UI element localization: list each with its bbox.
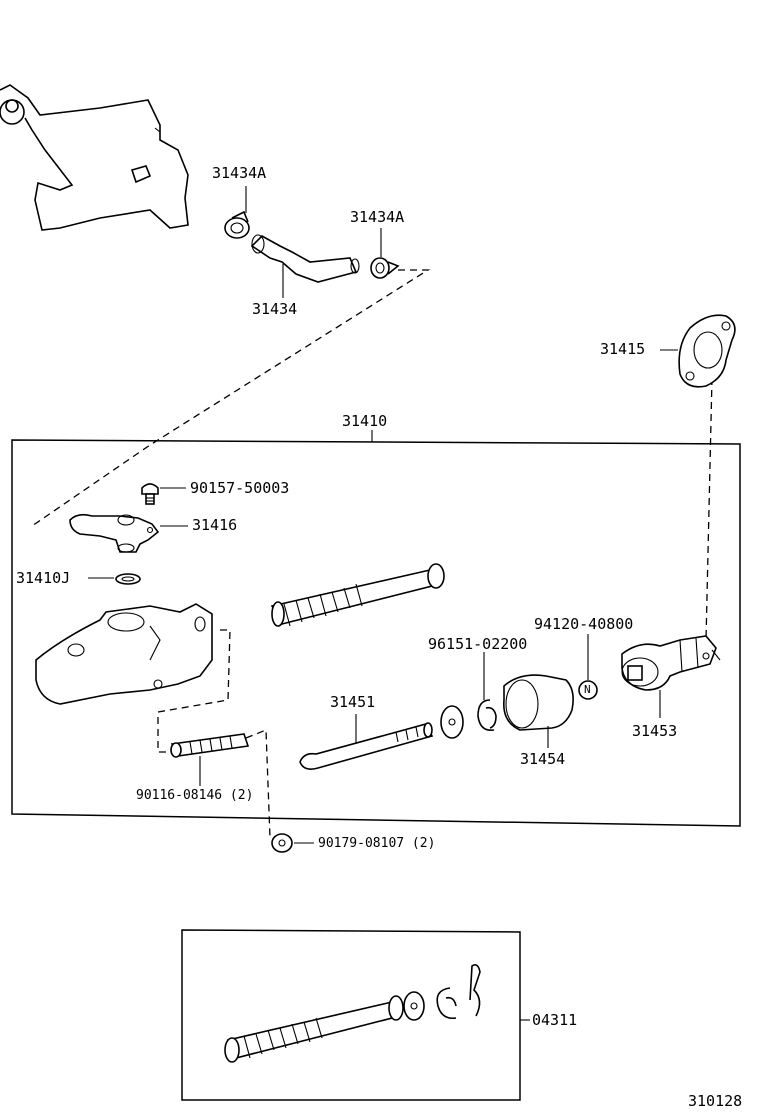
- label-31434: 31434: [252, 300, 298, 318]
- kit-snap-ring: [436, 987, 457, 1020]
- push-rod-31451: [299, 722, 434, 770]
- label-90157-50003: 90157-50003: [190, 479, 290, 497]
- nut-94120: [578, 680, 598, 700]
- stud-90116: [170, 733, 250, 758]
- clevis-31453: [621, 635, 721, 691]
- nut-90179: [271, 833, 293, 853]
- kit-washer: [403, 991, 425, 1021]
- snap-ring-96151: [477, 699, 497, 732]
- screw-90157: [141, 483, 159, 505]
- label-31416: 31416: [192, 516, 238, 534]
- label-90116-08146: 90116-08146 (2): [136, 788, 254, 803]
- nut-marker-n: N: [584, 683, 591, 696]
- label-31410J: 31410J: [16, 569, 71, 587]
- boot-31454: [503, 674, 574, 731]
- gasket-31415: [678, 314, 736, 388]
- label-94120-40800: 94120-40800: [534, 615, 634, 633]
- kit-box-04311: [181, 929, 521, 1101]
- label-04311: 04311: [532, 1011, 578, 1029]
- kit-spring-piston: [224, 995, 404, 1063]
- assembly-box-31410: [11, 439, 741, 827]
- label-31434A-top: 31434A: [212, 164, 267, 182]
- master-cylinder-body: [35, 603, 213, 705]
- label-31434A-right: 31434A: [350, 208, 405, 226]
- label-90179-08107: 90179-08107 (2): [318, 836, 436, 851]
- hose-clamp-right: [370, 257, 400, 279]
- kit-clip: [469, 964, 481, 1017]
- label-96151-02200: 96151-02200: [428, 635, 528, 653]
- washer-31410J: [115, 573, 141, 585]
- label-31415: 31415: [600, 340, 646, 358]
- hose-clamp-left: [224, 210, 250, 239]
- diagram-id: 310128: [688, 1092, 743, 1110]
- label-31410: 31410: [342, 412, 388, 430]
- label-31453: 31453: [632, 722, 678, 740]
- label-31454: 31454: [520, 750, 566, 768]
- washer: [440, 705, 464, 739]
- inlet-fitting-31416: [69, 513, 160, 553]
- label-31451: 31451: [330, 693, 376, 711]
- piston-spring-assembly: [270, 563, 445, 627]
- reservoir-hose: [250, 234, 360, 283]
- reservoir-tank: [0, 84, 189, 231]
